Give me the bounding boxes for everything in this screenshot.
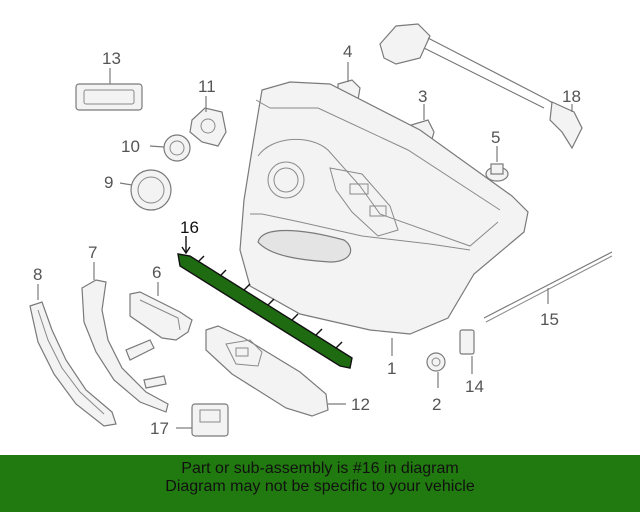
callout-10: 10 bbox=[121, 137, 140, 156]
part-6-handle-insert bbox=[129, 282, 193, 341]
callout-16: 16 bbox=[180, 218, 199, 237]
callout-8: 8 bbox=[33, 265, 42, 284]
callout-14: 14 bbox=[465, 377, 484, 396]
part-8-trim-strip bbox=[29, 284, 117, 427]
callout-7: 7 bbox=[88, 243, 97, 262]
part-7-armrest-trim bbox=[81, 262, 169, 413]
part-9-grille bbox=[119, 169, 172, 211]
callout-13: 13 bbox=[102, 49, 121, 68]
callout-12: 12 bbox=[351, 395, 370, 414]
parts-diagram: 13 11 10 9 4 3 5 bbox=[29, 23, 613, 438]
banner-line-1: Part or sub-assembly is #16 in diagram bbox=[181, 460, 459, 477]
part-11-bracket bbox=[189, 96, 227, 147]
info-banner: Part or sub-assembly is #16 in diagram D… bbox=[0, 455, 640, 512]
part-18-strap bbox=[379, 23, 583, 150]
part-15-rod bbox=[483, 251, 613, 323]
part-16-seal-strip bbox=[177, 236, 353, 369]
callout-1: 1 bbox=[387, 359, 396, 378]
part-1-door-panel bbox=[239, 81, 529, 356]
callout-17: 17 bbox=[150, 419, 169, 438]
callout-5: 5 bbox=[491, 128, 500, 147]
callout-11: 11 bbox=[198, 77, 216, 96]
part-14-connector bbox=[459, 329, 475, 374]
callout-2: 2 bbox=[432, 395, 441, 414]
part-13-badge bbox=[75, 68, 143, 111]
part-12-armrest-panel bbox=[205, 325, 346, 417]
callout-9: 9 bbox=[104, 173, 113, 192]
part-10-ring bbox=[149, 134, 191, 162]
callout-4: 4 bbox=[343, 42, 352, 61]
banner-line-2: Diagram may not be specific to your vehi… bbox=[165, 478, 475, 495]
callout-3: 3 bbox=[418, 87, 427, 106]
callout-18: 18 bbox=[562, 87, 581, 106]
part-17-switch bbox=[176, 403, 229, 437]
callout-15: 15 bbox=[540, 310, 559, 329]
part-2-push-nut bbox=[426, 352, 446, 388]
part-5-fastener bbox=[485, 146, 509, 182]
callout-6: 6 bbox=[152, 263, 161, 282]
